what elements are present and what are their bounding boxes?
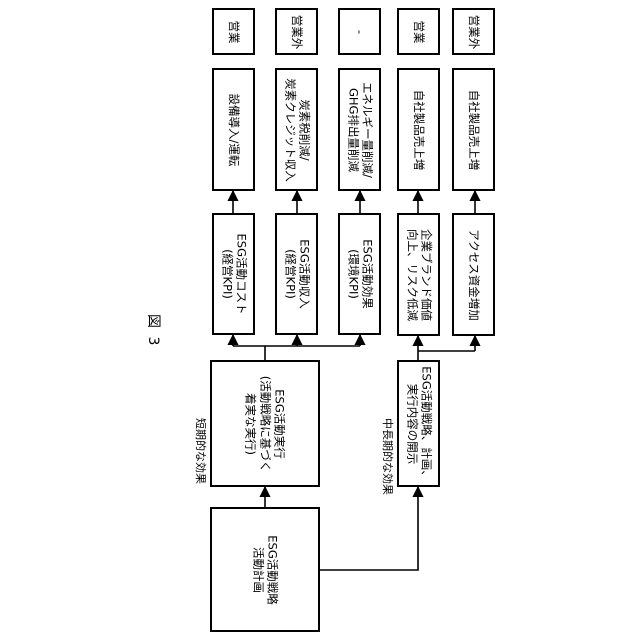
strategy-text: ESG活動戦略活動計画 — [251, 535, 280, 604]
energy-box: エネルギー量削減/GHG排出量削減 — [338, 68, 381, 191]
revenue-box: ESG活動収入(経営KPI) — [275, 213, 318, 335]
equipment-text: 設備導入/運転 — [226, 93, 240, 166]
sales-text-2: 自社製品売上増 — [466, 89, 480, 170]
figure-label: 図 3 — [144, 314, 164, 347]
mid-long-term-label: 中長期的な効果 — [380, 418, 396, 495]
execution-text: ESG活動実行(活動戦略に基づく着実な実行) — [243, 375, 286, 472]
brand-box: 企業ブランド価値向上、リスク低減 — [397, 213, 440, 336]
effect-text: ESG活動効果(環境KPI) — [345, 239, 374, 308]
revenue-text: ESG活動収入(経営KPI) — [282, 239, 311, 308]
sales-text-1: 自社製品売上増 — [411, 89, 425, 170]
result-text-1: 営業 — [226, 20, 240, 43]
effect-box: ESG活動効果(環境KPI) — [338, 213, 381, 335]
result-box-4: 営業 — [397, 8, 440, 55]
access-box: アクセス資金増加 — [452, 213, 495, 336]
carbon-box: 炭素税削減/炭素クレジット収入 — [275, 68, 318, 191]
result-box-5: 営業外 — [452, 8, 495, 55]
result-text-5: 営業外 — [466, 14, 480, 49]
short-term-label: 短期的な効果 — [193, 418, 209, 484]
carbon-text: 炭素税削減/炭素クレジット収入 — [282, 78, 311, 182]
result-box-3: - — [338, 8, 381, 55]
execution-box: ESG活動実行(活動戦略に基づく着実な実行) — [210, 360, 320, 487]
sales-box-1: 自社製品売上増 — [397, 68, 440, 191]
disclosure-text: ESG活動戦略、計画、実行内容の開示 — [404, 366, 433, 481]
cost-text: ESG活動コスト(経営KPI) — [219, 234, 248, 315]
brand-text: 企業ブランド価値向上、リスク低減 — [404, 229, 433, 321]
disclosure-box: ESG活動戦略、計画、実行内容の開示 — [397, 360, 440, 487]
equipment-box: 設備導入/運転 — [212, 68, 255, 191]
result-text-4: 営業 — [411, 20, 425, 43]
strategy-box: ESG活動戦略活動計画 — [210, 507, 320, 632]
access-text: アクセス資金増加 — [466, 229, 480, 320]
result-box-2: 営業外 — [275, 8, 318, 55]
cost-box: ESG活動コスト(経営KPI) — [212, 213, 255, 335]
energy-text: エネルギー量削減/GHG排出量削減 — [345, 82, 374, 178]
result-box-1: 営業 — [212, 8, 255, 55]
result-text-3: - — [352, 29, 366, 33]
sales-box-2: 自社製品売上増 — [452, 68, 495, 191]
result-text-2: 営業外 — [289, 14, 303, 49]
arrow-strategy-to-disclosure — [320, 487, 418, 570]
